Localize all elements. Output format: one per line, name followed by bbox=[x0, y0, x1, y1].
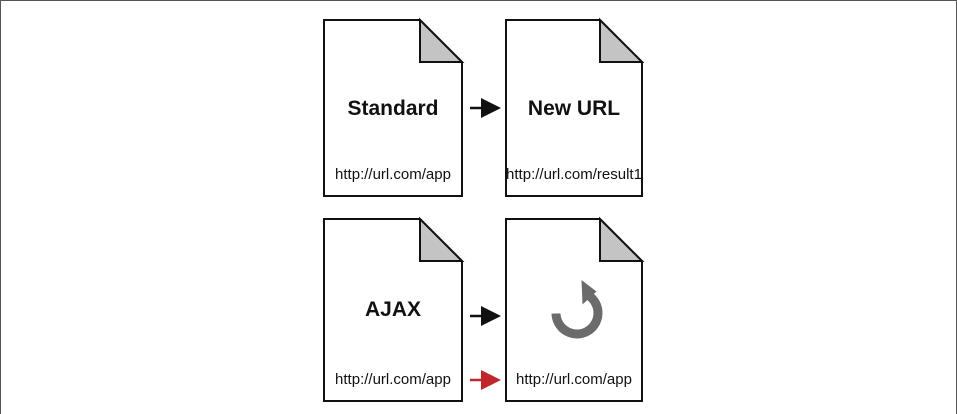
ajax-document-label: AJAX bbox=[365, 298, 421, 321]
new-url-document-label: New URL bbox=[528, 97, 620, 120]
standard-document: Standard http://url.com/app bbox=[323, 17, 465, 197]
ajax-document-url: http://url.com/app bbox=[335, 371, 451, 388]
new-url-document-url: http://url.com/result1 bbox=[506, 166, 642, 183]
ajax-result-document-url: http://url.com/app bbox=[516, 371, 632, 388]
ajax-result-document-fold-icon bbox=[599, 216, 645, 262]
refresh-icon bbox=[551, 280, 603, 339]
standard-document-fold-icon bbox=[419, 17, 465, 63]
standard-document-url: http://url.com/app bbox=[335, 166, 451, 183]
ajax-result-document-page bbox=[505, 218, 643, 402]
ajax-document: AJAX http://url.com/app bbox=[323, 216, 465, 402]
ajax-document-page bbox=[323, 218, 463, 402]
standard-document-label: Standard bbox=[347, 97, 438, 120]
standard-document-page bbox=[323, 19, 463, 197]
ajax-document-fold-icon bbox=[419, 216, 465, 262]
new-url-document: New URL http://url.com/result1 bbox=[505, 17, 645, 197]
new-url-document-fold-icon bbox=[599, 17, 645, 63]
new-url-document-page bbox=[505, 19, 643, 197]
ajax-result-document: http://url.com/app bbox=[505, 216, 645, 402]
